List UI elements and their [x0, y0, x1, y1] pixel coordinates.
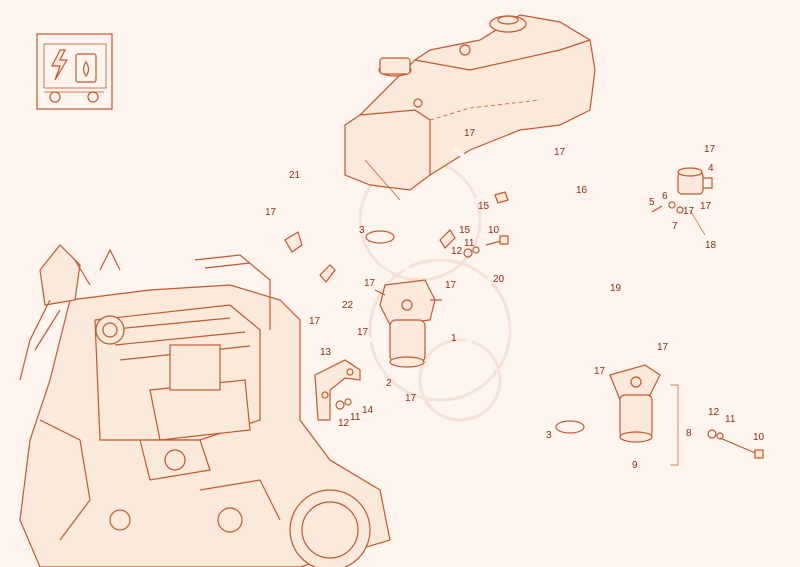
part-label: 17	[265, 207, 277, 218]
part-label: 5	[649, 197, 655, 208]
part-label: 7	[672, 221, 678, 232]
bolts-and-fittings	[284, 191, 764, 459]
electric-fuel-system-icon	[36, 33, 113, 110]
part-label: 3	[359, 225, 365, 236]
part-label: 17	[657, 342, 669, 353]
secondary-fuel-filter	[609, 364, 661, 443]
o-rings	[365, 230, 585, 434]
part-label: 21	[289, 170, 301, 181]
part-label: 16	[576, 185, 588, 196]
part-label: 8	[686, 428, 692, 439]
part-label: 12	[451, 246, 463, 257]
part-label: 1	[451, 333, 457, 344]
part-label: 17	[704, 144, 716, 155]
fuel-pump	[677, 167, 713, 195]
part-label: 11	[350, 412, 361, 423]
part-label: 17	[357, 327, 369, 338]
part-label: 17	[309, 316, 321, 327]
part-label: 2	[386, 378, 392, 389]
part-label: 17	[445, 280, 457, 291]
part-label: 18	[705, 240, 717, 251]
engine-block	[19, 244, 391, 567]
mounting-bracket	[314, 359, 361, 421]
part-label: 6	[662, 191, 668, 202]
part-label: 17	[594, 366, 606, 377]
leader-lines	[364, 159, 706, 466]
part-label: 10	[488, 225, 500, 236]
part-label: 17	[683, 206, 695, 217]
part-label: 9	[632, 460, 638, 471]
part-label: 14	[362, 405, 374, 416]
main-fuel-filter	[374, 279, 442, 368]
fuel-hoses	[237, 137, 743, 398]
part-label: 17	[554, 147, 566, 158]
fuel-tank	[344, 14, 596, 191]
part-label: 15	[459, 225, 471, 236]
part-label: 17	[700, 201, 712, 212]
part-label: 17	[364, 278, 376, 289]
part-label: 17	[405, 393, 417, 404]
part-label: 12	[338, 418, 350, 429]
part-label: 12	[708, 407, 720, 418]
part-label: 3	[546, 430, 552, 441]
part-label: 19	[610, 283, 622, 294]
part-label: 4	[708, 163, 714, 174]
part-label: 22	[342, 300, 354, 311]
part-label: 13	[320, 347, 332, 358]
part-label: 10	[753, 432, 765, 443]
part-label: 20	[493, 274, 505, 285]
part-label: 17	[464, 128, 476, 139]
part-label: 11	[725, 414, 736, 425]
part-labels: 21 17 17 17 16 17 4 15 5 6 17 7 17 3 15 …	[265, 128, 765, 471]
part-label: 11	[464, 238, 475, 249]
part-label: 15	[478, 201, 490, 212]
